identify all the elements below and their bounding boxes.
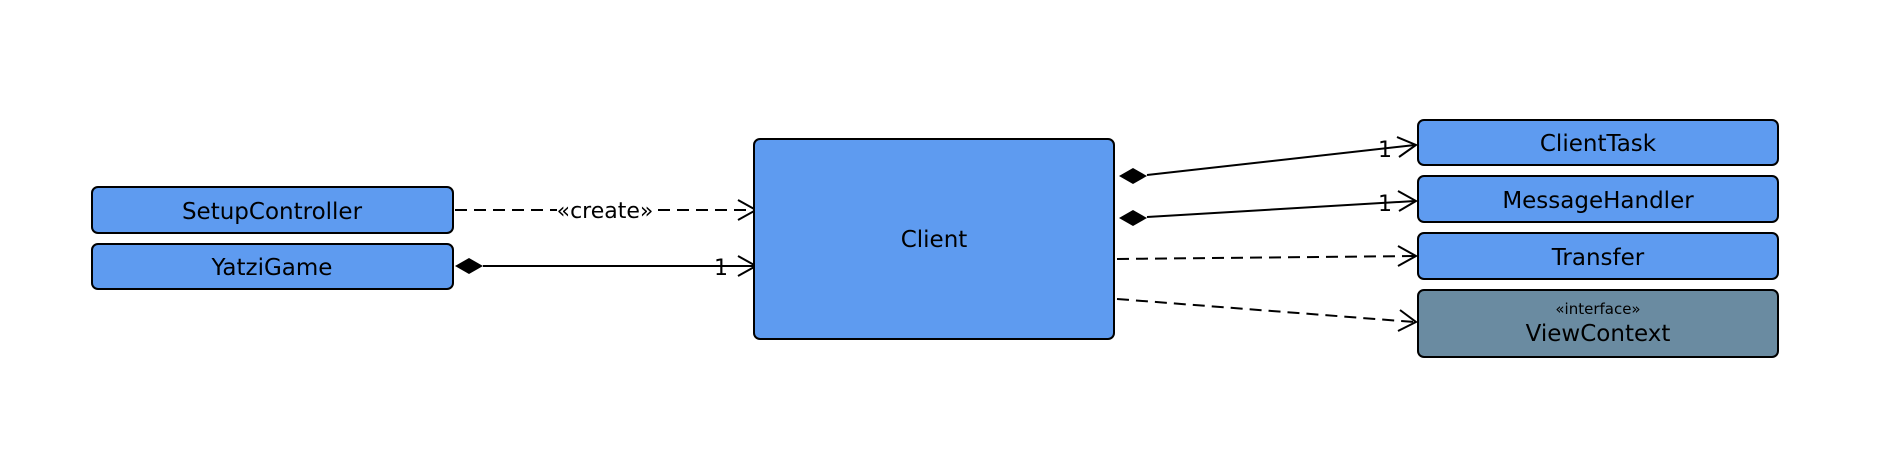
composition-diamond-icon — [1119, 210, 1147, 226]
class-message-handler[interactable]: MessageHandler — [1417, 175, 1779, 223]
edge-yatzi-to-client: 1 — [455, 255, 759, 281]
open-arrowhead-icon — [1397, 309, 1418, 332]
composition-diamond-icon — [455, 258, 483, 274]
edge-client-to-viewcontext — [1116, 298, 1418, 332]
class-client-task[interactable]: ClientTask — [1417, 119, 1779, 166]
class-yatzi-game[interactable]: YatziGame — [91, 243, 454, 290]
multiplicity-label: 1 — [714, 256, 728, 281]
multiplicity-label: 1 — [1378, 192, 1392, 217]
interface-name: ViewContext — [1526, 321, 1671, 347]
class-setup-controller[interactable]: SetupController — [91, 186, 454, 234]
class-name: YatziGame — [211, 255, 333, 281]
class-name: Transfer — [1551, 245, 1645, 271]
interface-view-context[interactable]: «interface» ViewContext — [1417, 289, 1779, 358]
open-arrowhead-icon — [1396, 136, 1419, 158]
edge-client-to-clienttask: 1 — [1119, 136, 1419, 184]
class-name: Client — [901, 227, 968, 253]
open-arrowhead-icon — [1397, 245, 1419, 267]
open-arrowhead-icon — [1397, 190, 1419, 212]
edge-client-to-transfer — [1116, 245, 1419, 267]
edge-setup-to-client: «create» — [455, 199, 759, 224]
class-name: ClientTask — [1540, 131, 1657, 157]
composition-diamond-icon — [1119, 168, 1147, 184]
class-transfer[interactable]: Transfer — [1417, 232, 1779, 280]
class-name: MessageHandler — [1502, 188, 1694, 214]
multiplicity-label: 1 — [1378, 138, 1392, 163]
interface-stereotype: «interface» — [1555, 300, 1640, 318]
create-stereotype-label: «create» — [557, 199, 654, 224]
class-client[interactable]: Client — [753, 138, 1115, 340]
edge-client-to-messagehandler: 1 — [1119, 190, 1419, 226]
class-name: SetupController — [182, 199, 363, 225]
